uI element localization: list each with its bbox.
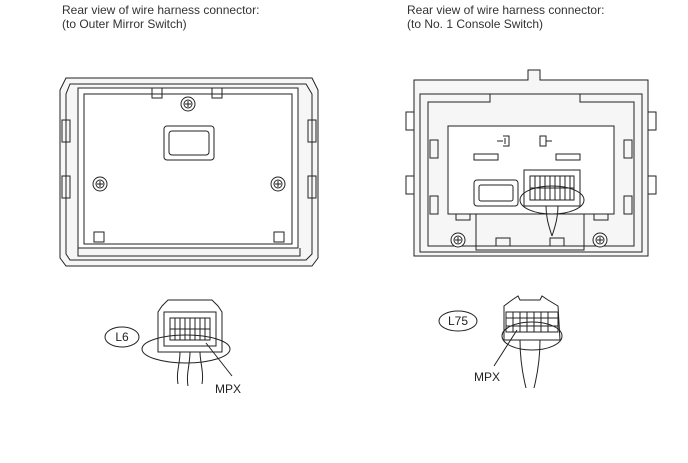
screw-icon — [450, 232, 466, 248]
connector-l75-detail — [493, 295, 563, 389]
right-caption-line2: (to No. 1 Console Switch) — [407, 17, 544, 31]
connector-code-l75: L75 — [438, 310, 478, 332]
connector-l6-detail — [141, 299, 233, 387]
right-caption: Rear view of wire harness connector: (to… — [407, 3, 604, 31]
screw-icon — [592, 232, 608, 248]
svg-text:L6: L6 — [115, 330, 129, 344]
screw-icon — [270, 176, 286, 192]
console-switch-body — [405, 69, 657, 257]
right-caption-line1: Rear view of wire harness connector: — [407, 3, 605, 17]
left-pin-label-mpx: MPX — [215, 382, 241, 396]
screw-icon — [92, 176, 108, 192]
svg-text:L75: L75 — [448, 314, 468, 328]
outer-mirror-switch-body — [59, 77, 319, 267]
screw-icon — [180, 96, 196, 112]
connector-code-l6: L6 — [104, 326, 140, 348]
left-caption-line2: (to Outer Mirror Switch) — [62, 17, 187, 31]
left-caption-line1: Rear view of wire harness connector: — [62, 3, 260, 17]
right-pin-label-mpx: MPX — [474, 370, 500, 384]
left-caption: Rear view of wire harness connector: (to… — [62, 3, 259, 31]
